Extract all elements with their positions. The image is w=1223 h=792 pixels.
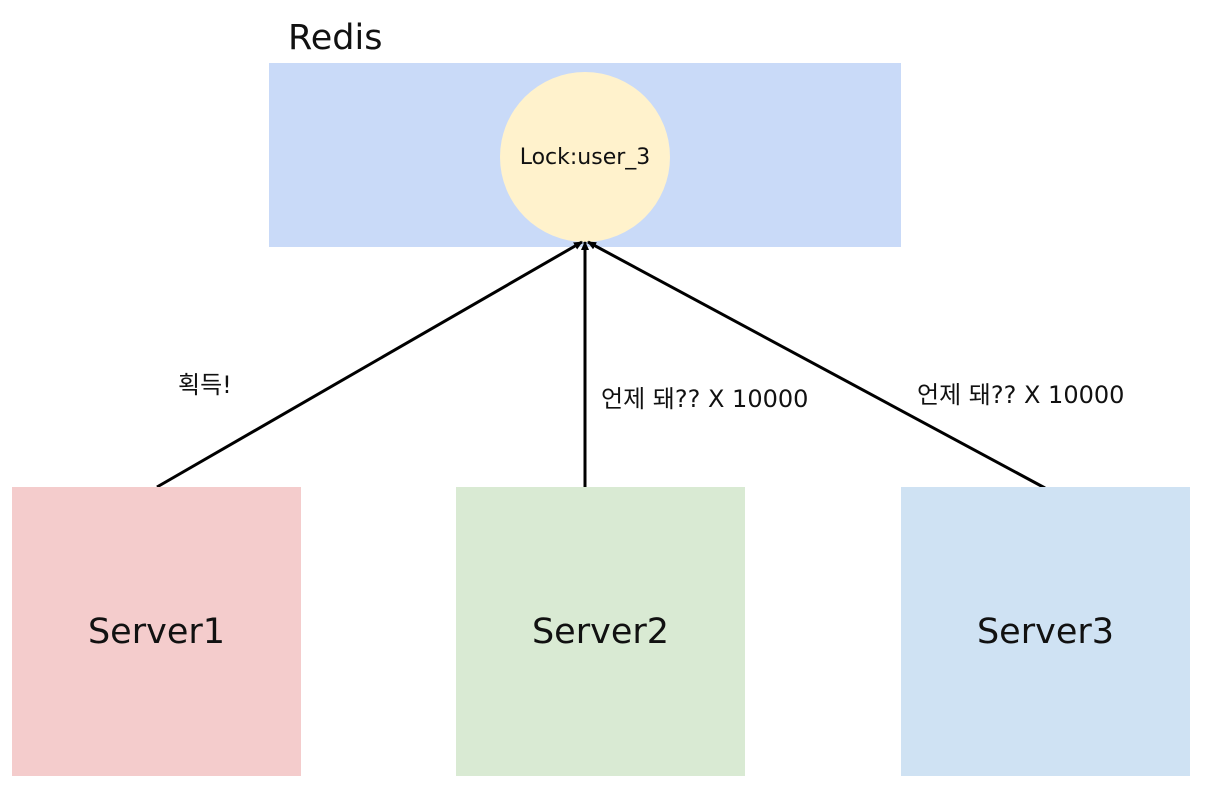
server2-node: Server2 xyxy=(456,487,745,776)
edge-server1-to-lock xyxy=(156,240,583,489)
edge-server3-to-lock xyxy=(587,240,1046,490)
edge-label-server3: 언제 돼?? X 10000 xyxy=(917,381,1125,409)
lock-node: Lock:user_3 xyxy=(500,72,670,242)
edge-label-server1: 획득! xyxy=(178,371,232,399)
server1-node: Server1 xyxy=(12,487,301,776)
edge-label-server2: 언제 돼?? X 10000 xyxy=(601,385,809,413)
redis-title: Redis xyxy=(288,18,383,58)
server3-node: Server3 xyxy=(901,487,1190,776)
